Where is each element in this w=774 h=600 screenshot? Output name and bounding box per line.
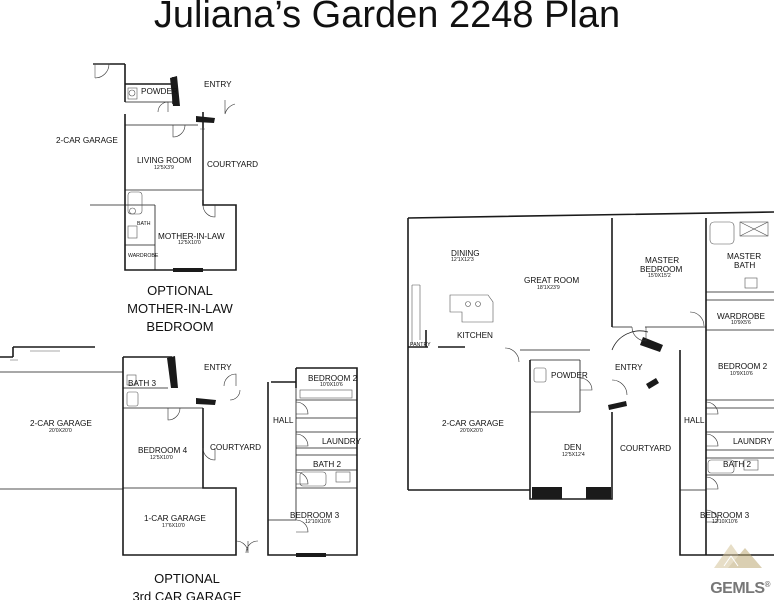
main-master-bath-label-2: BATH — [734, 261, 755, 270]
mil-entry-label: ENTRY — [204, 80, 232, 89]
main-master-bath-label-1: MASTER — [727, 252, 761, 261]
main-bedroom2-dim: 10'9X10'6 — [730, 371, 753, 377]
gemls-watermark-text: GEMLS — [710, 580, 765, 597]
main-bath2-label: BATH 2 — [723, 460, 752, 469]
main-entry-label: ENTRY — [615, 363, 643, 372]
mil-caption-line-2: MOTHER-IN-LAW — [127, 301, 233, 316]
opt-courtyard-label: COURTYARD — [210, 443, 261, 452]
main-great-room-dim: 18'1X23'9 — [537, 285, 560, 291]
opt-laundry-label: LAUNDRY — [322, 437, 362, 446]
opt-bedroom4-label: BEDROOM 4 — [138, 446, 188, 455]
opt-bedroom4-dim: 12'5X10'0 — [150, 455, 173, 461]
main-bedroom3-label: BEDROOM 3 — [700, 511, 750, 520]
opt-bedroom3-dim: 12'10X10'6 — [305, 519, 331, 525]
main-master-bedroom-label-1: MASTER — [645, 256, 679, 265]
opt-garage-dim: 20'0X20'0 — [49, 428, 72, 434]
mil-courtyard-label: COURTYARD — [207, 160, 258, 169]
page-title: Juliana’s Garden 2248 Plan — [153, 0, 621, 36]
main-dining-label: DINING — [451, 249, 480, 258]
mil-powder-label: POWDER — [141, 87, 178, 96]
opt-garage-label: 2-CAR GARAGE — [30, 419, 92, 428]
main-hall-label: HALL — [684, 416, 705, 425]
mil-caption-line-1: OPTIONAL — [147, 283, 213, 298]
opt-bath3-label: BATH 3 — [128, 379, 157, 388]
main-courtyard-label: COURTYARD — [620, 444, 671, 453]
opt-bedroom2-label: BEDROOM 2 — [308, 374, 358, 383]
main-master-bedroom-label-2: BEDROOM — [640, 265, 682, 274]
main-wardrobe-dim: 10'9X5'6 — [731, 320, 751, 326]
mil-caption: OPTIONAL MOTHER-IN-LAW BEDROOM — [110, 282, 250, 336]
main-master-bedroom-dim: 15'0X15'2 — [648, 273, 671, 279]
main-garage-dim: 20'0X20'0 — [460, 428, 483, 434]
mil-bedroom-label: MOTHER-IN-LAW — [158, 232, 225, 241]
main-den-label: DEN — [564, 443, 581, 452]
main-wardrobe-label: WARDROBE — [717, 312, 765, 321]
main-den-dim: 12'5X12'4 — [562, 452, 585, 458]
gemls-watermark-mark: ® — [764, 580, 771, 589]
main-great-room-label: GREAT ROOM — [524, 276, 579, 285]
opt-entry-label: ENTRY — [204, 363, 232, 372]
mother-in-law-option-plan: POWDER ENTRY 2-CAR GARAGE LIVING ROOM 12… — [56, 63, 258, 272]
gemls-watermark: GEMLS® — [710, 580, 770, 598]
opt-bedroom3-label: BEDROOM 3 — [290, 511, 340, 520]
main-bedroom2-label: BEDROOM 2 — [718, 362, 768, 371]
third-car-caption-line-1: OPTIONAL — [154, 571, 220, 586]
mil-living-label: LIVING ROOM — [137, 156, 192, 165]
opt-bath2-label: BATH 2 — [313, 460, 342, 469]
main-kitchen-label: KITCHEN — [457, 331, 493, 340]
mil-bath-label: BATH — [137, 221, 151, 227]
mil-garage-label: 2-CAR GARAGE — [56, 136, 118, 145]
opt-1car-label: 1-CAR GARAGE — [144, 514, 206, 523]
mil-caption-line-3: BEDROOM — [146, 319, 214, 334]
third-car-caption: OPTIONAL 3rd CAR GARAGE — [112, 570, 262, 600]
mil-bedroom-dim: 12'5X10'0 — [178, 240, 201, 246]
mil-wardrobe-label: WARDROBE — [128, 253, 159, 259]
opt-1car-dim: 17'6X10'0 — [162, 523, 185, 529]
mil-living-dim: 12'5X3'9 — [154, 165, 174, 171]
main-garage-label: 2-CAR GARAGE — [442, 419, 504, 428]
main-dining-dim: 12'1X12'3 — [451, 257, 474, 263]
opt-bedroom2-dim: 10'0X10'6 — [320, 382, 343, 388]
main-bedroom3-dim: 12'10X10'6 — [712, 519, 738, 525]
third-car-caption-line-2: 3rd CAR GARAGE — [132, 589, 242, 600]
gemls-logo-icon — [714, 544, 762, 568]
opt-hall-label: HALL — [273, 416, 294, 425]
main-laundry-label: LAUNDRY — [733, 437, 773, 446]
third-car-garage-option-plan: BATH 3 ENTRY 2-CAR GARAGE 20'0X20'0 BEDR… — [0, 346, 362, 557]
main-pantry-label: PANTRY — [410, 342, 431, 348]
main-floor-plan: DINING 12'1X12'3 GREAT ROOM 18'1X23'9 MA… — [407, 211, 774, 556]
main-powder-label: POWDER — [551, 371, 588, 380]
